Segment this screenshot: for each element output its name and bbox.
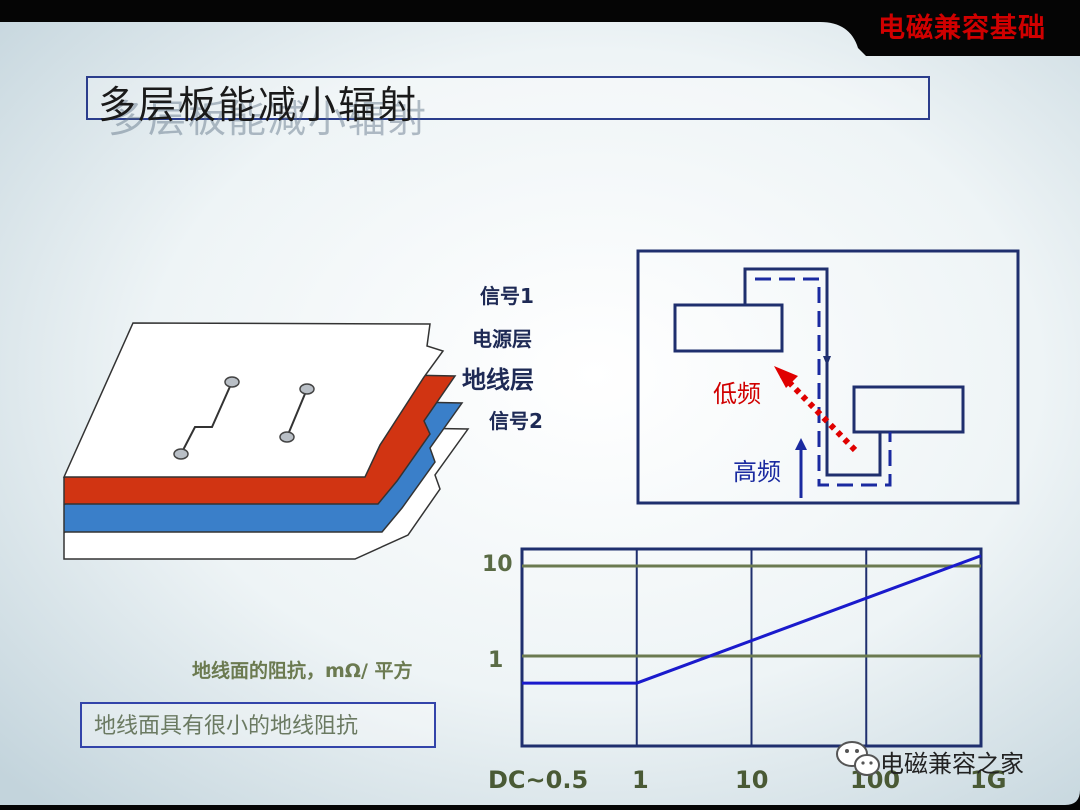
page-title: 多层板能减小辐射 bbox=[98, 83, 419, 127]
low-frequency-label: 低频 bbox=[713, 380, 761, 408]
signal-traces bbox=[180, 381, 308, 455]
y-tick-label: 10 bbox=[482, 552, 513, 577]
header-title: 电磁兼容基础 bbox=[878, 13, 1046, 44]
watermark-text: 电磁兼容之家 bbox=[880, 750, 1024, 778]
current-direction-arrow bbox=[823, 356, 831, 366]
load-component bbox=[852, 385, 965, 434]
slide-caption: 地线面具有很小的地线阻抗 bbox=[94, 714, 359, 739]
label-signal1: 信号1 bbox=[480, 284, 534, 308]
impedance-series-line bbox=[522, 554, 982, 685]
high-frequency-label: 高频 bbox=[733, 458, 781, 486]
x-tick-label: 1 bbox=[632, 766, 649, 794]
source-component bbox=[673, 303, 784, 353]
signal-trace bbox=[743, 267, 882, 477]
x-tick-label: DC~0.5 bbox=[488, 766, 589, 794]
x-tick-label: 10 bbox=[735, 766, 769, 794]
vias bbox=[173, 376, 315, 460]
low-frequency-return-path bbox=[779, 372, 858, 453]
label-ground-layer: 地线层 bbox=[462, 366, 534, 394]
high-frequency-return-path bbox=[755, 277, 892, 487]
chart-ylabel: 地线面的阻抗，mΩ/ 平方 bbox=[192, 660, 413, 682]
label-power-layer: 电源层 bbox=[472, 327, 532, 351]
return-path-frame bbox=[636, 249, 1020, 505]
y-tick-label: 1 bbox=[488, 648, 504, 673]
top-signal-layer bbox=[62, 322, 445, 478]
x-tick-label: 1G bbox=[970, 766, 1007, 794]
low-frequency-arrow-head bbox=[774, 366, 798, 388]
caption-frame bbox=[80, 702, 436, 748]
label-signal2: 信号2 bbox=[489, 409, 543, 433]
page-title-shadow: 多层板能减小辐射 bbox=[108, 97, 429, 141]
high-frequency-arrow-head bbox=[795, 438, 807, 450]
page-title-frame bbox=[86, 76, 930, 120]
